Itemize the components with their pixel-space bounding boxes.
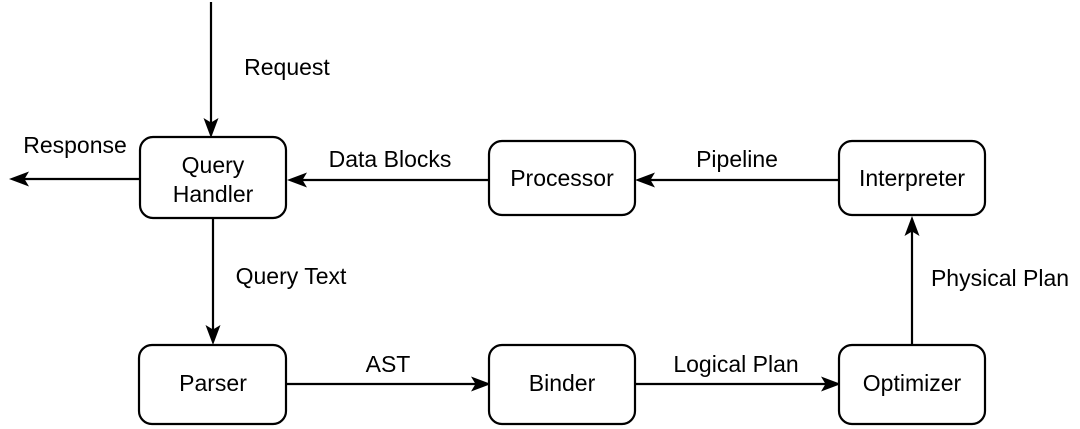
node-processor-label: Processor [510, 165, 614, 191]
edge-logical-plan-label: Logical Plan [673, 351, 798, 377]
edge-logical-plan: Logical Plan [635, 351, 841, 392]
edge-data-blocks: Data Blocks [287, 146, 489, 188]
edge-request-label: Request [244, 54, 330, 80]
edge-data-blocks-label: Data Blocks [329, 146, 452, 172]
edge-physical-plan: Physical Plan [904, 216, 1069, 345]
edge-response-label: Response [23, 132, 127, 158]
node-query-handler-label-line2: Handler [173, 181, 254, 207]
node-query-handler-label-line1: Query [182, 152, 245, 178]
node-optimizer-label: Optimizer [863, 370, 962, 396]
edge-logical-plan-arrowhead [821, 376, 841, 392]
edge-query-text: Query Text [205, 218, 347, 345]
edge-response: Response [9, 132, 140, 187]
edge-query-text-arrowhead [205, 325, 221, 345]
edge-ast-label: AST [366, 351, 411, 377]
node-parser[interactable]: Parser [137, 343, 288, 426]
edge-response-arrowhead [9, 171, 29, 187]
edge-ast: AST [286, 351, 491, 392]
edge-pipeline-label: Pipeline [696, 146, 778, 172]
edge-request-arrowhead [203, 118, 219, 138]
node-binder-box[interactable] [487, 343, 637, 426]
edge-pipeline-arrowhead [635, 172, 655, 188]
node-processor-box[interactable] [487, 139, 637, 217]
node-binder[interactable]: Binder [487, 343, 637, 426]
node-query-handler-box[interactable] [138, 135, 288, 220]
edge-pipeline: Pipeline [635, 146, 839, 188]
node-interpreter[interactable]: Interpreter [837, 139, 987, 217]
node-parser-label: Parser [179, 370, 247, 396]
node-optimizer[interactable]: Optimizer [837, 343, 987, 426]
node-binder-label: Binder [529, 370, 596, 396]
edge-physical-plan-arrowhead [904, 216, 920, 236]
node-interpreter-label: Interpreter [859, 165, 965, 191]
edge-query-text-label: Query Text [236, 263, 347, 289]
node-query-handler[interactable]: Query Handler [138, 135, 288, 220]
edge-data-blocks-arrowhead [287, 172, 307, 188]
edge-request: Request [203, 2, 330, 138]
node-optimizer-box[interactable] [837, 343, 987, 426]
edge-ast-arrowhead [471, 376, 491, 392]
node-interpreter-box[interactable] [837, 139, 987, 217]
node-parser-box[interactable] [137, 343, 288, 426]
node-processor[interactable]: Processor [487, 139, 637, 217]
edge-physical-plan-label: Physical Plan [931, 265, 1069, 291]
